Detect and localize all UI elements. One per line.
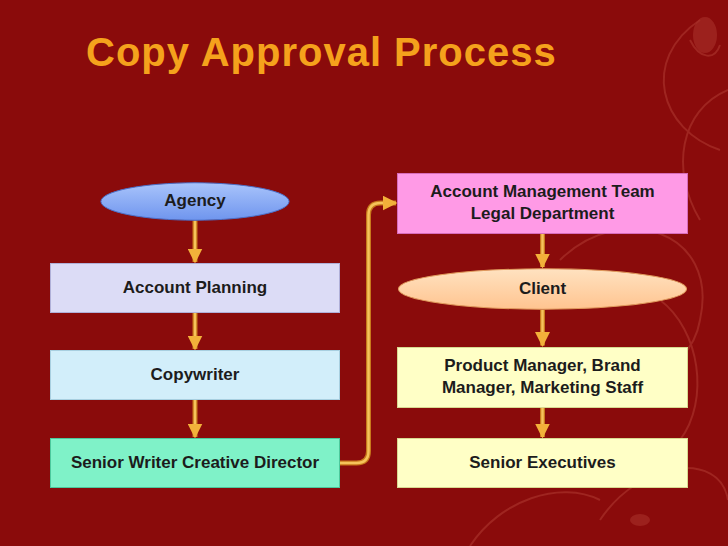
flow-arrow xyxy=(542,234,543,268)
node-label: Client xyxy=(507,274,578,304)
process-box: Copywriter xyxy=(50,350,340,400)
start-ellipse: Agency xyxy=(100,182,290,221)
arrow-line xyxy=(541,234,544,268)
process-box: Account Management Team Legal Department xyxy=(397,173,688,234)
arrow-line xyxy=(541,310,544,346)
flow-arrow xyxy=(340,203,396,463)
node-label: Account Planning xyxy=(111,273,280,303)
node-label: Senior Writer Creative Director xyxy=(59,448,331,478)
arrow-line xyxy=(194,221,197,263)
flow-arrow xyxy=(542,408,543,438)
node-label: Account Management Team Legal Department xyxy=(398,177,687,229)
node-label: Product Manager, Brand Manager, Marketin… xyxy=(398,351,687,403)
process-box: Senior Writer Creative Director xyxy=(50,438,340,488)
arrow-shadow xyxy=(193,400,198,437)
arrow-line xyxy=(194,313,197,349)
flow-arrow xyxy=(542,310,543,346)
arrow-line xyxy=(541,408,544,438)
arrow-shadow xyxy=(193,313,198,349)
flow-arrow xyxy=(195,400,196,437)
slide-title: Copy Approval Process xyxy=(86,30,557,75)
arrow-shadow xyxy=(540,408,545,438)
process-box: Senior Executives xyxy=(397,438,688,488)
arrow-shadow xyxy=(540,234,545,268)
node-label: Senior Executives xyxy=(457,448,627,478)
flow-arrow xyxy=(195,313,196,349)
process-box: Product Manager, Brand Manager, Marketin… xyxy=(397,347,688,408)
arrow-shadow xyxy=(340,203,396,463)
node-label: Copywriter xyxy=(139,360,252,390)
client-ellipse: Client xyxy=(397,268,688,310)
arrow-shadow xyxy=(193,221,198,263)
arrow-shadow xyxy=(540,310,545,346)
arrow-line xyxy=(194,400,197,437)
arrow-line xyxy=(340,203,396,463)
node-label: Agency xyxy=(152,186,237,216)
process-box: Account Planning xyxy=(50,263,340,313)
flow-arrow xyxy=(195,221,196,263)
